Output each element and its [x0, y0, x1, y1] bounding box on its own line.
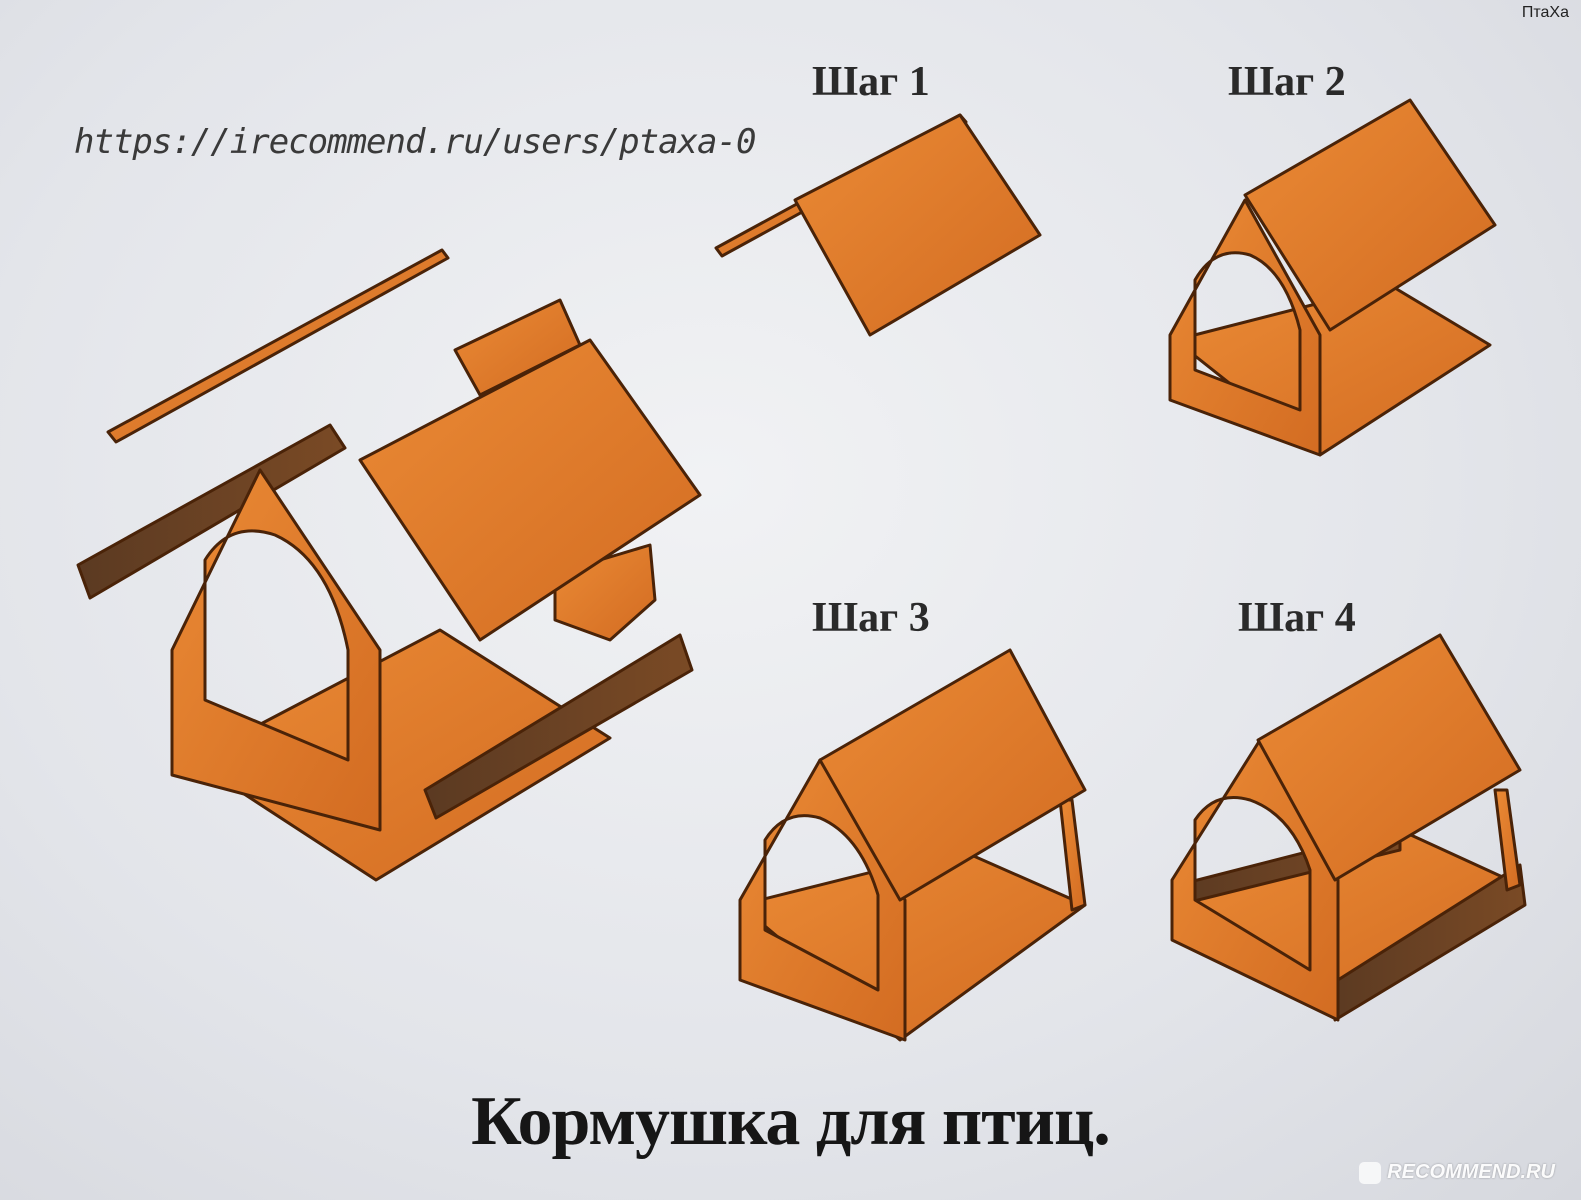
step1-roof-panel — [793, 113, 1042, 337]
step2-gable — [1168, 198, 1322, 457]
back-rail — [76, 423, 347, 600]
step3-drawing — [738, 648, 1087, 1042]
step4-back-post — [1493, 788, 1522, 892]
step4-roof — [1256, 633, 1522, 882]
step3-back-post — [1058, 798, 1087, 912]
logo-badge-icon — [1359, 1161, 1382, 1184]
step-1-label: Шаг 1 — [812, 59, 930, 105]
front-rail — [423, 633, 694, 820]
step-4-label: Шаг 4 — [1238, 595, 1356, 641]
front-gable — [170, 468, 382, 832]
site-logo: RECOMMEND.RU — [1359, 1161, 1555, 1184]
step2-drawing — [1168, 98, 1497, 457]
page-title: Кормушка для птиц. — [471, 1083, 1111, 1160]
ridge-strip — [106, 248, 450, 444]
step3-roof — [818, 648, 1087, 902]
watermark-url: https://irecommend.ru/users/ptaxa-0 — [74, 122, 756, 162]
step-3-label: Шаг 3 — [812, 595, 930, 641]
exploded-view — [76, 248, 702, 882]
step1-drawing — [714, 113, 1042, 337]
site-logo-text: RECOMMEND.RU — [1387, 1161, 1555, 1183]
step3-gable — [738, 758, 907, 1042]
step2-roof — [1243, 98, 1497, 332]
uploader-name: ПтаХа — [1521, 4, 1569, 21]
step4-drawing — [1170, 633, 1527, 1022]
roof-panel-top — [453, 298, 582, 397]
step-2-label: Шаг 2 — [1228, 59, 1346, 105]
